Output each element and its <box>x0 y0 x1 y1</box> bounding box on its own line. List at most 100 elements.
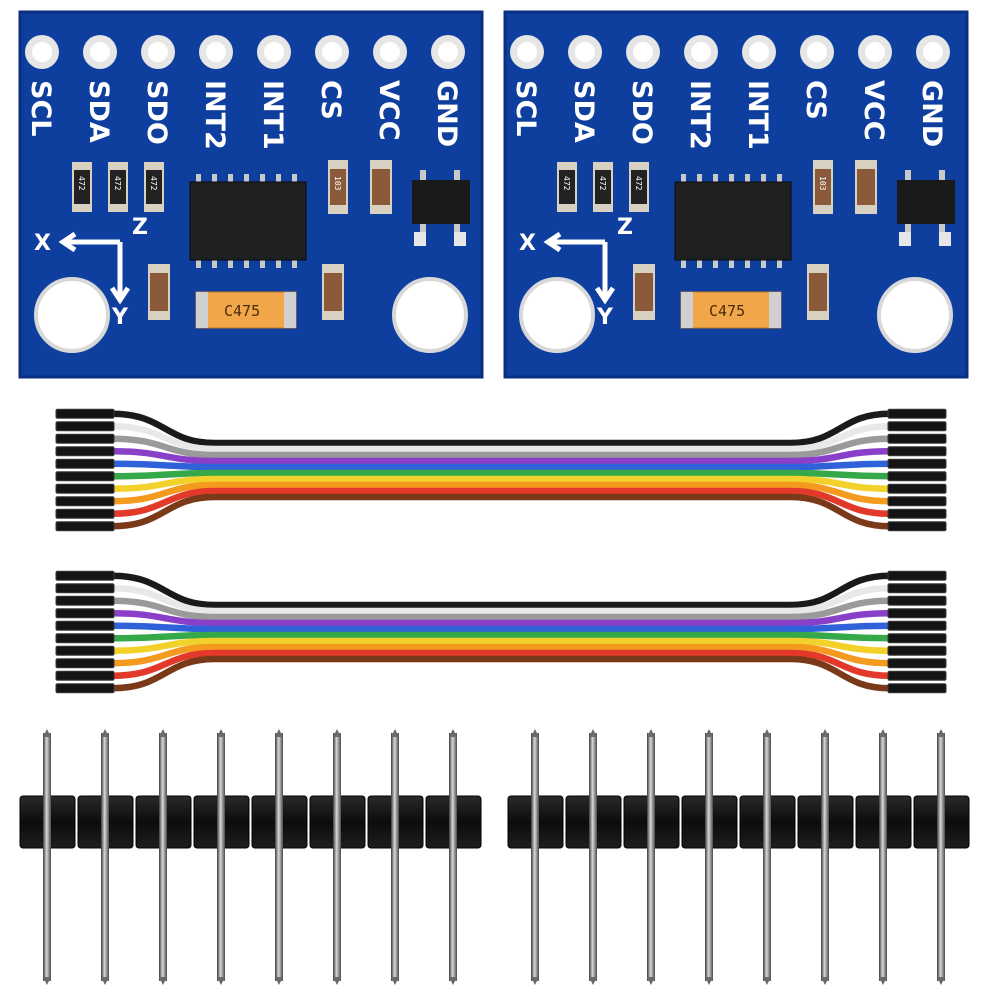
dupont-connector <box>887 658 947 669</box>
axis-label-z: Z <box>617 215 633 240</box>
dupont-connector <box>55 583 115 594</box>
capacitor-1: 103 <box>328 160 348 214</box>
wire <box>111 643 891 667</box>
mounting-hole-left <box>519 277 595 353</box>
pin-label-sda: SDA <box>568 80 599 143</box>
resistor-3: 472 <box>144 162 164 212</box>
dupont-connector <box>55 458 115 469</box>
dupont-connector <box>887 521 947 532</box>
header-pin <box>879 733 887 981</box>
wire <box>111 469 891 480</box>
dupont-connector <box>55 595 115 606</box>
wire <box>111 622 891 633</box>
svg-text:472: 472 <box>113 176 122 191</box>
wire <box>111 487 891 517</box>
wire <box>111 460 891 471</box>
axis-label-z: Z <box>132 215 148 240</box>
svg-text:472: 472 <box>562 176 571 191</box>
axis-indicator <box>58 231 131 305</box>
dupont-connector <box>887 496 947 507</box>
small-pad-group <box>414 232 466 246</box>
pin-header-1 <box>19 729 482 985</box>
wire <box>111 637 891 654</box>
header-pin <box>333 733 341 981</box>
wire <box>111 585 891 615</box>
wire <box>111 597 891 621</box>
pin-label-vcc: VCC <box>858 80 889 141</box>
header-pin <box>937 733 945 981</box>
mounting-hole-right <box>877 277 953 353</box>
dupont-connector <box>887 583 947 594</box>
jumper-cable-1 <box>55 408 947 532</box>
dupont-connector <box>55 670 115 681</box>
dupont-connector <box>55 433 115 444</box>
pin-label-int1: INT1 <box>742 80 773 150</box>
mounting-hole-left <box>34 277 110 353</box>
wire <box>111 481 891 505</box>
sensor-board-1: SCL SDA SDO INT2 INT1 CS VCC GND 472 472… <box>18 10 484 379</box>
pin-label-vcc: VCC <box>373 80 404 141</box>
mounting-hole-right <box>392 277 468 353</box>
voltage-regulator <box>897 170 955 234</box>
wire <box>111 610 891 627</box>
pin-label-int2: INT2 <box>684 80 715 150</box>
resistor-1: 472 <box>557 162 577 212</box>
dupont-connector <box>55 645 115 656</box>
capacitor-4 <box>322 264 344 320</box>
small-pad-group <box>899 232 951 246</box>
header-pin <box>705 733 713 981</box>
axis-indicator <box>543 231 616 305</box>
accelerometer-ic <box>674 174 792 268</box>
dupont-connector <box>887 608 947 619</box>
dupont-connector <box>55 496 115 507</box>
dupont-connector <box>887 620 947 631</box>
svg-text:103: 103 <box>818 176 827 191</box>
header-pin <box>821 733 829 981</box>
wire <box>111 572 891 609</box>
dupont-connector <box>887 570 947 581</box>
resistor-2: 472 <box>593 162 613 212</box>
pin-label-gnd: GND <box>916 80 947 147</box>
header-pin <box>589 733 597 981</box>
svg-text:472: 472 <box>77 176 86 191</box>
dupont-connector <box>55 508 115 519</box>
wire <box>111 423 891 453</box>
dupont-connector <box>55 408 115 419</box>
dupont-connector <box>55 570 115 581</box>
dupont-connector <box>887 421 947 432</box>
dupont-connector <box>887 446 947 457</box>
header-pin <box>43 733 51 981</box>
capacitor-3 <box>633 264 655 320</box>
sensor-board-2: SCL SDA SDO INT2 INT1 CS VCC GND 472 472… <box>503 10 969 379</box>
header-pin <box>531 733 539 981</box>
accelerometer-ic <box>189 174 307 268</box>
axis-label-x: X <box>34 231 51 256</box>
header-pin <box>159 733 167 981</box>
dupont-connector <box>55 633 115 644</box>
dupont-connector <box>55 521 115 532</box>
dupont-connector <box>55 471 115 482</box>
header-pin <box>647 733 655 981</box>
pin-label-cs: CS <box>315 80 346 120</box>
tantalum-marking: C475 <box>709 302 745 320</box>
resistor-1: 472 <box>72 162 92 212</box>
dupont-connector <box>887 471 947 482</box>
header-pin <box>391 733 399 981</box>
wire <box>111 410 891 447</box>
wire <box>111 475 891 492</box>
dupont-connector <box>55 658 115 669</box>
pin-label-sdo: SDO <box>626 80 657 145</box>
svg-text:472: 472 <box>634 176 643 191</box>
wire <box>111 655 891 692</box>
voltage-regulator <box>412 170 470 234</box>
pin-label-int2: INT2 <box>199 80 230 150</box>
dupont-connector <box>887 683 947 694</box>
svg-text:103: 103 <box>333 176 342 191</box>
svg-text:472: 472 <box>598 176 607 191</box>
svg-text:472: 472 <box>149 176 158 191</box>
header-pin <box>217 733 225 981</box>
tantalum-marking: C475 <box>224 302 260 320</box>
pin-pads <box>510 35 950 69</box>
dupont-connector <box>55 608 115 619</box>
